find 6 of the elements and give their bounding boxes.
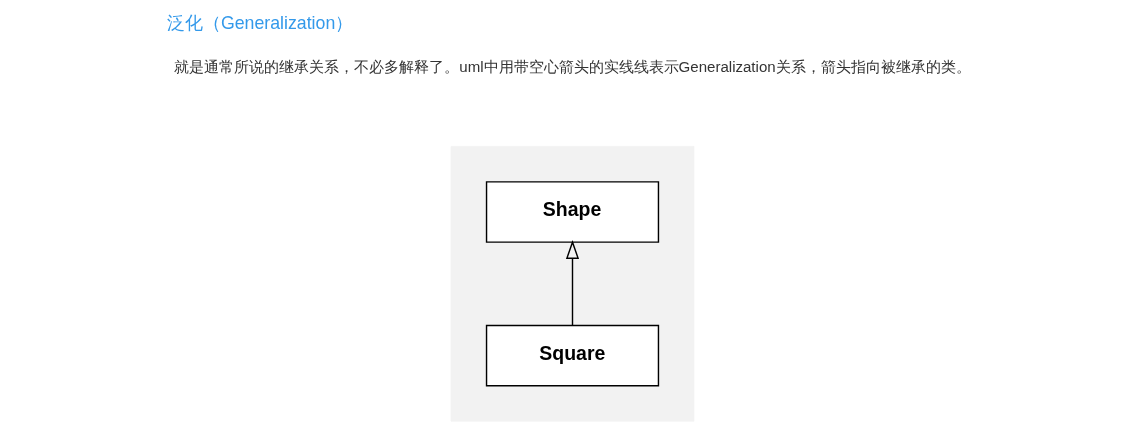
node-box: Square	[485, 324, 660, 387]
diagram-title: 泛化（Generalization）	[166, 13, 354, 34]
label: 就是通常所说的继承关系，不必多解释了。uml中用带空心箭头的实线线表示Generalization关系，箭头指向被继承的类。	[174, 58, 971, 76]
arrow	[565, 240, 580, 327]
node-box: Shape	[485, 181, 660, 243]
cluster	[450, 146, 695, 422]
